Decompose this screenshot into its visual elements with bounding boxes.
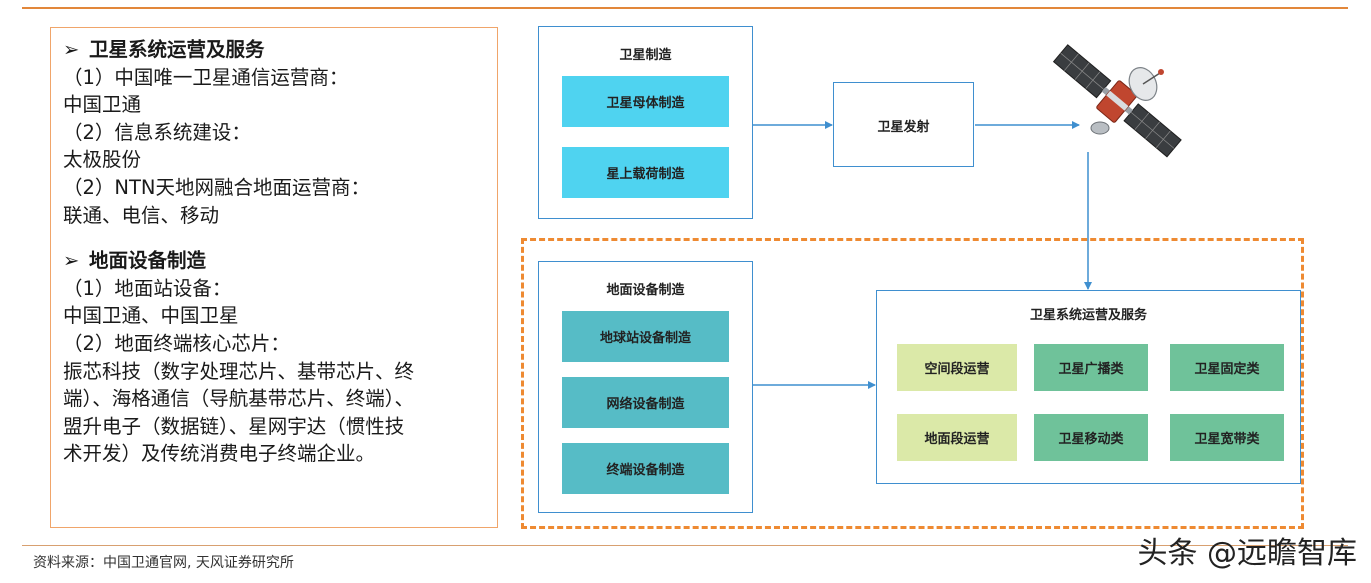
satellite-launch-box: 卫星发射 [833,82,974,167]
text-line: 振芯科技（数字处理芯片、基带芯片、终 [63,359,415,383]
text-line: （2）地面终端核心芯片： [63,331,290,355]
operations-services-box: 卫星系统运营及服务 空间段运营 地面段运营 卫星广播类 卫星固定类 卫星移动类 … [876,290,1301,484]
text-line: 太极股份 [63,148,142,172]
box-title: 卫星制造 [619,48,672,63]
dashed-group-outline [521,238,1304,529]
box-title: 地面设备制造 [606,283,685,298]
top-rule [22,7,1348,9]
section-heading-operations: ➢ 卫星系统运营及服务 [63,36,497,64]
bullet-arrow-icon: ➢ [63,249,80,273]
text-line: 端）、海格通信（导航基带芯片、终端）、 [63,387,415,411]
watermark: 头条 @远瞻智库 [1137,536,1357,571]
operation-tile: 地面段运营 [897,414,1017,461]
industry-chain-text-panel: ➢ 卫星系统运营及服务 （1）中国唯一卫星通信运营商： 中国卫通 （2）信息系统建… [50,27,498,528]
ground-equipment-box: 地面设备制造 地球站设备制造 网络设备制造 终端设备制造 [538,261,753,513]
text-line: （1）中国唯一卫星通信运营商： [63,65,349,89]
text-line: 中国卫通、中国卫星 [63,304,239,328]
text-line: 联通、电信、移动 [63,203,220,227]
service-tile: 卫星移动类 [1034,414,1148,461]
text-line: 中国卫通 [63,93,142,117]
section-title: 地面设备制造 [89,249,207,273]
process-tile: 网络设备制造 [562,377,729,428]
text-line: 术开发）及传统消费电子终端企业。 [63,442,376,466]
text-line: 盟升电子（数据链）、星网宇达（惯性技 [63,414,405,438]
section-title: 卫星系统运营及服务 [89,38,265,61]
service-tile: 卫星广播类 [1034,344,1148,391]
text-line: （2）信息系统建设： [63,120,251,144]
bullet-arrow-icon: ➢ [63,38,80,61]
box-title: 卫星发射 [877,120,930,135]
text-line: （1）地面站设备： [63,276,232,300]
satellite-manufacturing-box: 卫星制造 卫星母体制造 星上载荷制造 [538,26,753,219]
bottom-rule [22,545,1348,546]
process-tile: 地球站设备制造 [562,311,729,362]
process-tile: 卫星母体制造 [562,76,729,127]
source-note: 资料来源：中国卫通官网, 天风证券研究所 [33,555,294,571]
process-tile: 星上载荷制造 [562,147,729,198]
section-heading-ground-equipment: ➢ 地面设备制造 [63,247,497,275]
operation-tile: 空间段运营 [897,344,1017,391]
satellite-icon [1052,44,1182,158]
box-title: 卫星系统运营及服务 [1029,308,1147,323]
service-tile: 卫星固定类 [1170,344,1284,391]
text-line: （2）NTN天地网融合地面运营商： [63,175,370,199]
process-tile: 终端设备制造 [562,443,729,494]
service-tile: 卫星宽带类 [1170,414,1284,461]
